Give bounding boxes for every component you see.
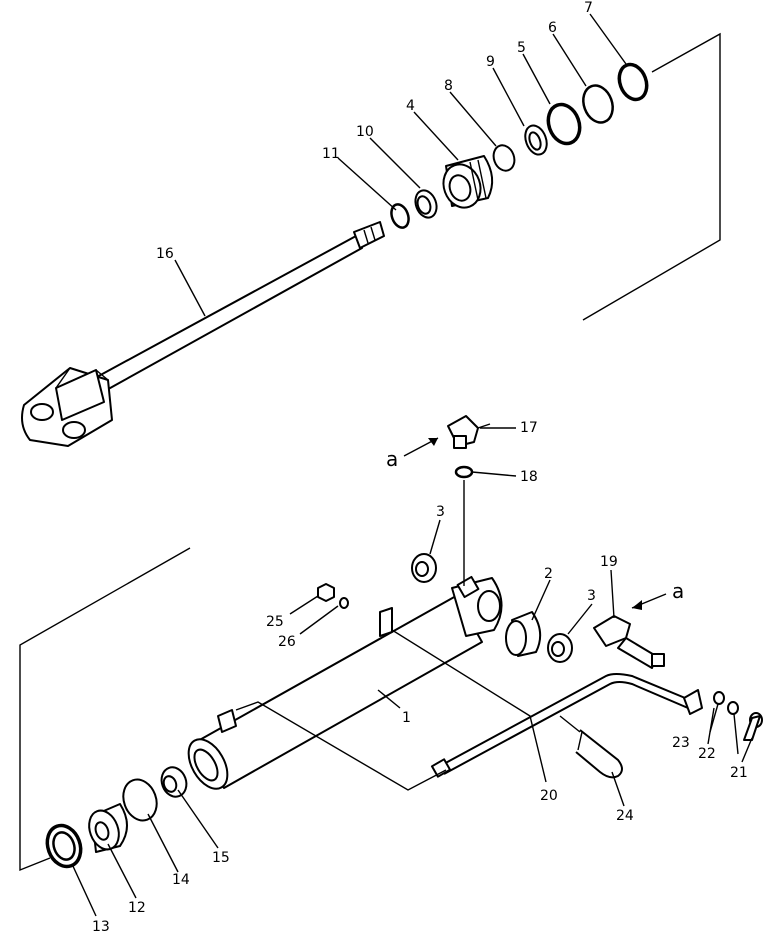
label-21: 21 (730, 765, 748, 781)
label-5: 5 (517, 40, 526, 56)
piston-rod (21, 221, 385, 447)
o-ring-end (617, 62, 649, 102)
label-18: 18 (520, 469, 538, 485)
part-labels: 1 2 3 3 4 5 6 7 8 9 10 11 12 13 14 15 16… (92, 0, 748, 933)
lock-washer (727, 701, 739, 715)
cylinder-tube (187, 575, 503, 790)
washer-small (339, 597, 349, 609)
elbow-fitting-right (593, 615, 665, 669)
label-6: 6 (548, 20, 557, 36)
head-bushing (122, 778, 158, 822)
label-11: 11 (322, 146, 340, 162)
elbow-fitting (447, 415, 491, 449)
bushing-right (547, 633, 573, 663)
label-3-right: 3 (587, 588, 596, 604)
label-1: 1 (402, 710, 411, 726)
piston (442, 155, 494, 209)
reference-arrows (403, 437, 667, 610)
washer (713, 691, 725, 705)
snap-ring (390, 203, 410, 229)
label-25: 25 (266, 614, 284, 630)
label-9: 9 (486, 54, 495, 70)
label-15: 15 (212, 850, 230, 866)
label-7: 7 (584, 0, 593, 16)
piston-seal (524, 124, 548, 156)
label-12: 12 (128, 900, 146, 916)
bushing-upper (411, 553, 437, 583)
assembly-bracket-lines (19, 32, 721, 872)
label-20: 20 (540, 788, 558, 804)
label-23: 23 (672, 735, 690, 751)
backup-ring (582, 84, 614, 124)
label-14: 14 (172, 872, 190, 888)
hydraulic-pipe (430, 673, 703, 778)
wear-ring (492, 144, 516, 172)
label-8: 8 (444, 78, 453, 94)
label-13: 13 (92, 919, 110, 933)
label-10: 10 (356, 124, 374, 140)
leader-lines (71, 13, 753, 917)
label-16: 16 (156, 246, 174, 262)
reference-label-a-right: a (672, 579, 684, 603)
cylinder-head (160, 766, 188, 798)
o-ring-large (546, 102, 582, 146)
o-ring-fitting (454, 465, 474, 479)
piston-nut (414, 189, 438, 219)
dust-seal (45, 823, 83, 869)
label-4: 4 (406, 98, 415, 114)
spacer (505, 611, 542, 657)
label-3-upper: 3 (436, 504, 445, 520)
label-17: 17 (520, 420, 538, 436)
label-26: 26 (278, 634, 296, 650)
label-22: 22 (698, 746, 716, 762)
label-24: 24 (616, 808, 634, 824)
label-2: 2 (544, 566, 553, 582)
bolt (743, 712, 763, 741)
u-bolt-clamp (575, 729, 623, 779)
rod-gland (88, 803, 128, 853)
nut-small (317, 583, 335, 602)
reference-label-a-upper: a (386, 447, 398, 471)
label-19: 19 (600, 554, 618, 570)
